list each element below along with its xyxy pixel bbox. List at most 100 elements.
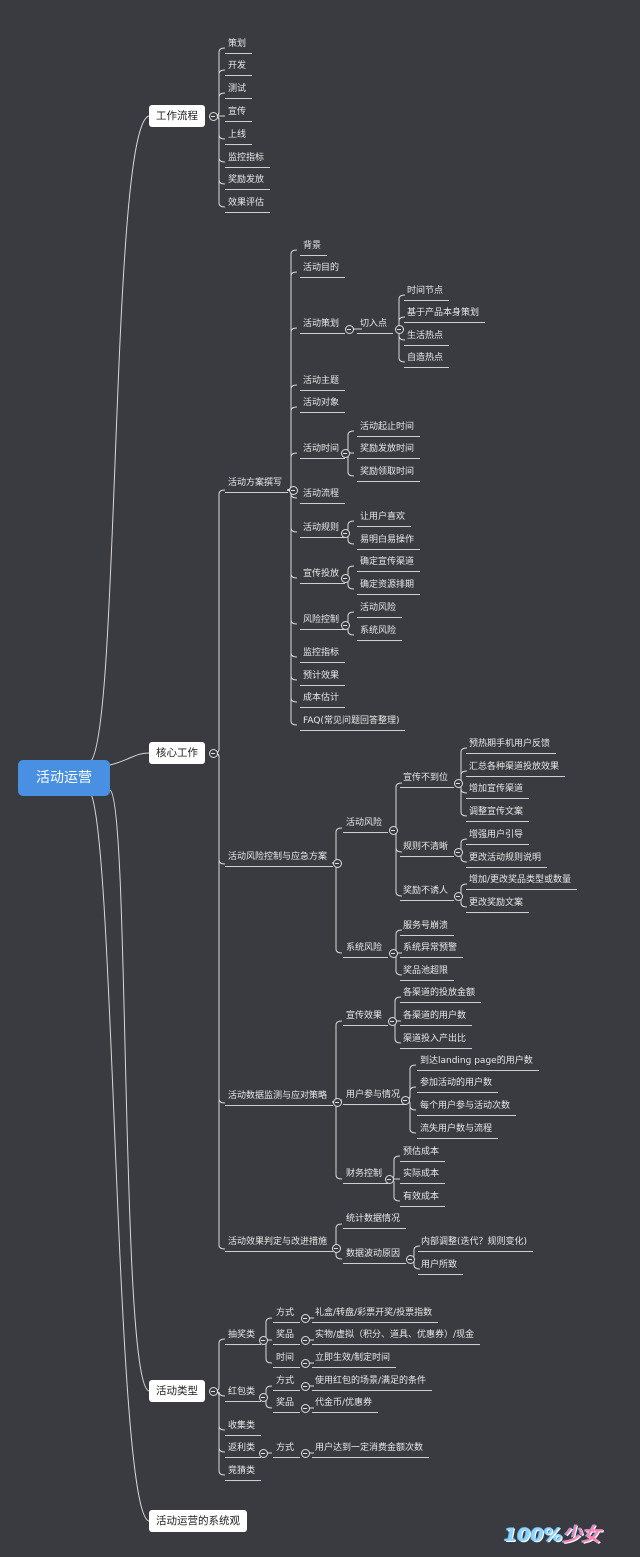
finance-item[interactable]: 有效成本: [399, 1192, 446, 1207]
collapse-toggle-icon[interactable]: [388, 948, 398, 958]
plan-item[interactable]: 活动流程: [299, 489, 346, 504]
plan-item[interactable]: 活动策划: [299, 319, 346, 334]
branch-system[interactable]: 活动运营的系统观: [149, 1510, 247, 1532]
workflow-item[interactable]: 效果评估: [224, 198, 271, 213]
collapse-toggle-icon[interactable]: [300, 1313, 310, 1323]
entry-item[interactable]: 基于产品本身策划: [403, 308, 486, 323]
promo-item[interactable]: 确定资源排期: [356, 580, 421, 595]
monitor-finance[interactable]: 财务控制: [342, 1169, 389, 1184]
entry-item[interactable]: 时间节点: [403, 286, 450, 301]
collapse-toggle-icon[interactable]: [384, 1174, 394, 1184]
time-item[interactable]: 奖励领取时间: [356, 467, 421, 482]
collapse-toggle-icon[interactable]: [288, 485, 298, 495]
plan-entry[interactable]: 切入点: [356, 319, 394, 334]
promo-bad-item[interactable]: 汇总各种渠道投放效果: [465, 762, 566, 777]
collapse-toggle-icon[interactable]: [394, 324, 404, 334]
collapse-toggle-icon[interactable]: [453, 847, 463, 857]
redpacket-value[interactable]: 使用红包的场景/满足的条件: [311, 1376, 433, 1391]
risk-activity[interactable]: 活动风险: [342, 818, 389, 833]
plan-item[interactable]: 预计效果: [299, 671, 346, 686]
rules-item[interactable]: 易明白易操作: [356, 535, 421, 550]
type-rebate[interactable]: 返利类: [224, 1443, 262, 1458]
rules-item[interactable]: 让用户喜欢: [356, 512, 412, 527]
lottery-value[interactable]: 立即生效/制定时间: [311, 1353, 397, 1368]
collapse-toggle-icon[interactable]: [400, 1095, 410, 1105]
collapse-toggle-icon[interactable]: [208, 111, 218, 121]
redpacket-method[interactable]: 方式: [272, 1376, 301, 1391]
evaluate-fluctuation[interactable]: 数据波动原因: [342, 1249, 407, 1264]
lottery-prize[interactable]: 奖品: [272, 1330, 301, 1345]
type-redpacket[interactable]: 红包类: [224, 1387, 262, 1402]
lottery-value[interactable]: 实物/虚拟（积分、道具、优惠券）/现金: [311, 1330, 481, 1345]
promo-bad-item[interactable]: 预热期手机用户反馈: [465, 739, 557, 754]
workflow-item[interactable]: 策划: [224, 39, 253, 54]
monitor-promo-effect[interactable]: 宣传效果: [342, 1011, 389, 1026]
collapse-toggle-icon[interactable]: [300, 1381, 310, 1391]
section-monitor[interactable]: 活动数据监测与应对策略: [224, 1091, 334, 1106]
redpacket-value[interactable]: 代金币/优惠券: [311, 1398, 379, 1413]
type-lottery[interactable]: 抽奖类: [224, 1330, 262, 1345]
lottery-time[interactable]: 时间: [272, 1353, 301, 1368]
branch-types[interactable]: 活动类型: [149, 1380, 205, 1402]
collapse-toggle-icon[interactable]: [340, 528, 350, 538]
collapse-toggle-icon[interactable]: [258, 1335, 268, 1345]
collapse-toggle-icon[interactable]: [340, 620, 350, 630]
plan-item[interactable]: 活动目的: [299, 263, 346, 278]
fluctuation-item[interactable]: 内部调整(迭代？规则变化): [417, 1237, 534, 1252]
branch-core[interactable]: 核心工作: [149, 742, 205, 764]
finance-item[interactable]: 实际成本: [399, 1169, 446, 1184]
collapse-toggle-icon[interactable]: [453, 891, 463, 901]
collapse-toggle-icon[interactable]: [300, 1358, 310, 1368]
workflow-item[interactable]: 测试: [224, 84, 253, 99]
collapse-toggle-icon[interactable]: [387, 1016, 397, 1026]
rebate-method[interactable]: 方式: [272, 1443, 301, 1458]
plan-item[interactable]: 活动对象: [299, 398, 346, 413]
collapse-toggle-icon[interactable]: [258, 1448, 268, 1458]
type-guess[interactable]: 竞猜类: [224, 1466, 262, 1481]
rules-unclear-item[interactable]: 更改活动规则说明: [465, 853, 548, 868]
finance-item[interactable]: 预估成本: [399, 1147, 446, 1162]
collapse-toggle-icon[interactable]: [331, 1243, 341, 1253]
system-risk-item[interactable]: 系统异常预警: [399, 943, 464, 958]
reward-weak-item[interactable]: 更改奖励文案: [465, 898, 530, 913]
collapse-toggle-icon[interactable]: [258, 1392, 268, 1402]
collapse-toggle-icon[interactable]: [300, 1335, 310, 1345]
promo-item[interactable]: 确定宣传渠道: [356, 557, 421, 572]
monitor-participation[interactable]: 用户参与情况: [342, 1090, 407, 1105]
collapse-toggle-icon[interactable]: [300, 1403, 310, 1413]
collapse-toggle-icon[interactable]: [332, 858, 342, 868]
time-item[interactable]: 活动起止时间: [356, 422, 421, 437]
rules-unclear-item[interactable]: 增强用户引导: [465, 830, 530, 845]
collapse-toggle-icon[interactable]: [340, 448, 350, 458]
collapse-toggle-icon[interactable]: [208, 748, 218, 758]
system-risk-item[interactable]: 奖品池超限: [399, 966, 455, 981]
section-evaluate[interactable]: 活动效果判定与改进措施: [224, 1237, 334, 1252]
collapse-toggle-icon[interactable]: [208, 1386, 218, 1396]
collapse-toggle-icon[interactable]: [405, 1254, 415, 1264]
plan-item[interactable]: 活动规则: [299, 523, 346, 538]
workflow-item[interactable]: 奖励发放: [224, 175, 271, 190]
plan-item[interactable]: FAQ(常见问题回答整理): [299, 716, 406, 731]
promo-bad-item[interactable]: 增加宣传渠道: [465, 784, 530, 799]
plan-item[interactable]: 活动主题: [299, 376, 346, 391]
collapse-toggle-icon[interactable]: [300, 1448, 310, 1458]
lottery-method[interactable]: 方式: [272, 1308, 301, 1323]
promo-effect-item[interactable]: 渠道投入产出比: [399, 1034, 473, 1049]
type-collect[interactable]: 收集类: [224, 1421, 262, 1436]
risk-system[interactable]: 系统风险: [342, 943, 389, 958]
collapse-toggle-icon[interactable]: [453, 778, 463, 788]
plan-item[interactable]: 活动时间: [299, 444, 346, 459]
risk-promo-bad[interactable]: 宣传不到位: [399, 773, 455, 788]
participation-item[interactable]: 流失用户数与流程: [416, 1124, 499, 1139]
workflow-item[interactable]: 上线: [224, 130, 253, 145]
entry-item[interactable]: 自造热点: [403, 353, 450, 368]
plan-item[interactable]: 成本估计: [299, 693, 346, 708]
redpacket-prize[interactable]: 奖品: [272, 1398, 301, 1413]
section-plan[interactable]: 活动方案撰写: [224, 478, 289, 493]
participation-item[interactable]: 参加活动的用户数: [416, 1078, 499, 1093]
reward-weak-item[interactable]: 增加/更改奖品类型或数量: [465, 875, 578, 890]
participation-item[interactable]: 每个用户参与活动次数: [416, 1101, 517, 1116]
collapse-toggle-icon[interactable]: [388, 825, 398, 835]
collapse-toggle-icon[interactable]: [344, 324, 354, 334]
entry-item[interactable]: 生活热点: [403, 331, 450, 346]
